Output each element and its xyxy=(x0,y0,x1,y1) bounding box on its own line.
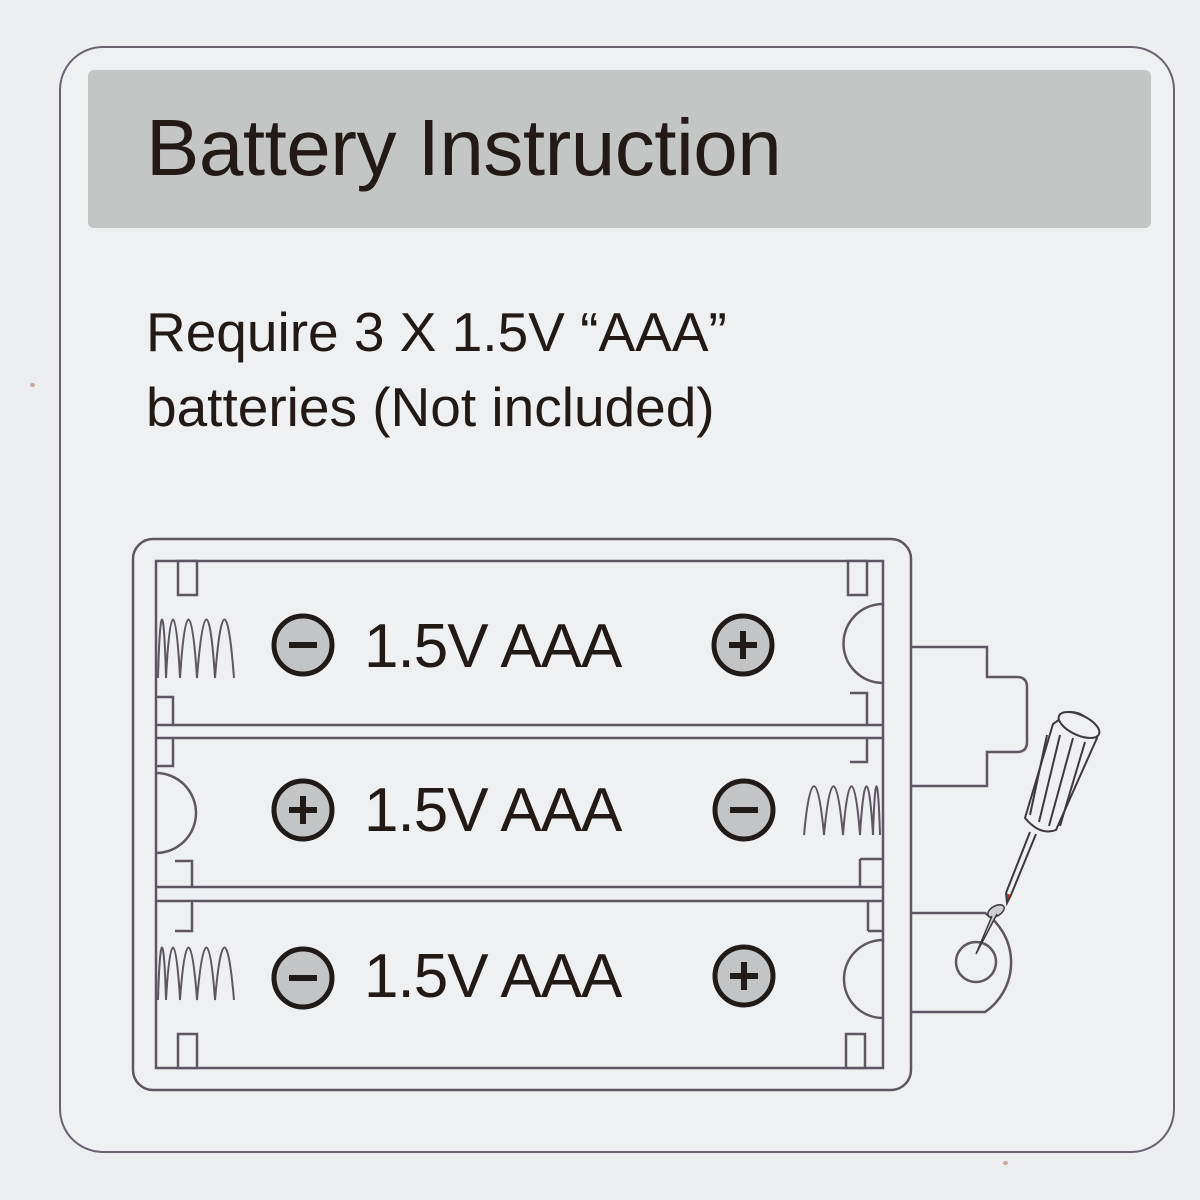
positive-contact-bottom xyxy=(842,938,884,1020)
plus-circle-icon xyxy=(711,613,775,677)
requirement-line-1: Require 3 X 1.5V “AAA” xyxy=(146,301,727,363)
compartment-divider-2 xyxy=(156,885,883,903)
page-title: Battery Instruction xyxy=(146,103,782,192)
instruction-card-frame xyxy=(59,46,1175,1153)
paper-speck xyxy=(30,383,35,387)
paper-speck xyxy=(1003,1161,1008,1165)
minus-circle-icon xyxy=(712,778,776,842)
spring-middle xyxy=(803,785,881,836)
header-band xyxy=(88,70,1151,228)
positive-contact-top xyxy=(842,602,884,685)
minus-circle-icon xyxy=(271,613,335,677)
requirement-line-2: batteries (Not included) xyxy=(146,376,715,438)
battery-label-2: 1.5V AAA xyxy=(364,776,622,845)
battery-requirement-text: Require 3 X 1.5V “AAA” batteries (Not in… xyxy=(146,295,727,445)
screw-hole xyxy=(954,940,998,984)
screwdriver-icon xyxy=(1005,710,1101,907)
minus-circle-icon xyxy=(271,946,335,1010)
plus-circle-icon xyxy=(712,944,776,1008)
positive-contact-middle xyxy=(155,771,198,855)
plus-circle-icon xyxy=(271,778,335,842)
terminal-icons xyxy=(271,613,776,1010)
battery-holder-inner xyxy=(154,559,885,1070)
compartment-divider-1 xyxy=(156,723,883,740)
spring-top xyxy=(157,618,235,679)
battery-label-3: 1.5V AAA xyxy=(364,942,622,1011)
screw-icon xyxy=(975,904,1005,955)
battery-label-1: 1.5V AAA xyxy=(364,612,622,681)
spring-bottom xyxy=(157,946,235,1001)
holder-tabs xyxy=(156,559,883,1070)
connector-tab xyxy=(911,645,1029,788)
battery-holder-outer xyxy=(131,537,913,1092)
